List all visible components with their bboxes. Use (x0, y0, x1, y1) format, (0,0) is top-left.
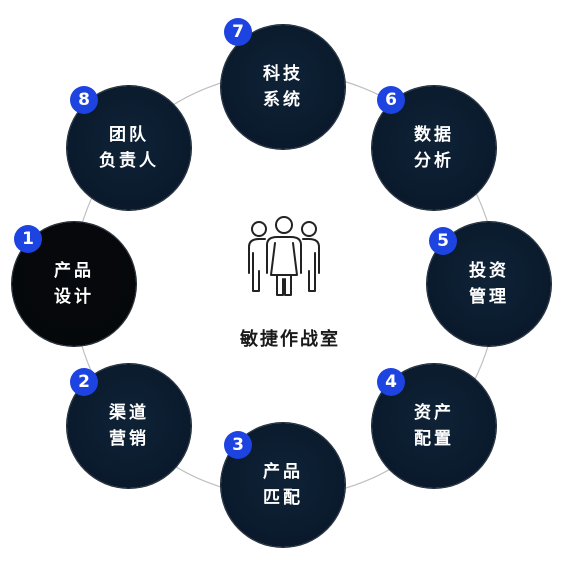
team-people-icon (241, 213, 327, 299)
node-label-line1: 投资 (469, 261, 509, 281)
node-tech-systems: 科技 系统 (221, 25, 345, 149)
node-number-badge-1: 1 (14, 225, 42, 253)
node-label: 产品 匹配 (263, 459, 303, 511)
node-label-line2: 匹配 (263, 488, 303, 508)
node-label-line2: 营销 (109, 429, 149, 449)
node-label: 渠道 营销 (109, 400, 149, 452)
node-label-line1: 数据 (414, 125, 454, 145)
node-label: 资产 配置 (414, 400, 454, 452)
node-label-line2: 设计 (54, 287, 94, 307)
node-number-badge-6: 6 (377, 86, 405, 114)
node-label: 数据 分析 (414, 122, 454, 174)
node-label-line1: 产品 (263, 462, 303, 482)
node-label: 科技 系统 (263, 61, 303, 113)
node-number-badge-7: 7 (224, 18, 252, 46)
node-number-badge-2: 2 (70, 368, 98, 396)
node-label-line2: 管理 (469, 287, 509, 307)
node-label-line2: 配置 (414, 429, 454, 449)
node-number-badge-3: 3 (224, 431, 252, 459)
node-label: 团队 负责人 (99, 122, 159, 174)
node-investment-management: 投资 管理 (427, 222, 551, 346)
node-label-line1: 产品 (54, 261, 94, 281)
node-number-badge-5: 5 (429, 227, 457, 255)
node-number-badge-4: 4 (377, 368, 405, 396)
node-label-line1: 科技 (263, 64, 303, 84)
node-label-line1: 渠道 (109, 403, 149, 423)
node-label-line2: 负责人 (99, 151, 159, 171)
node-label-line1: 团队 (109, 125, 149, 145)
node-number-badge-8: 8 (70, 86, 98, 114)
center-title: 敏捷作战室 (240, 329, 340, 350)
node-label-line2: 分析 (414, 151, 454, 171)
node-label: 投资 管理 (469, 258, 509, 310)
node-label-line1: 资产 (414, 403, 454, 423)
node-label-line2: 系统 (263, 90, 303, 110)
node-label: 产品 设计 (54, 258, 94, 310)
node-data-analysis: 数据 分析 (372, 86, 496, 210)
